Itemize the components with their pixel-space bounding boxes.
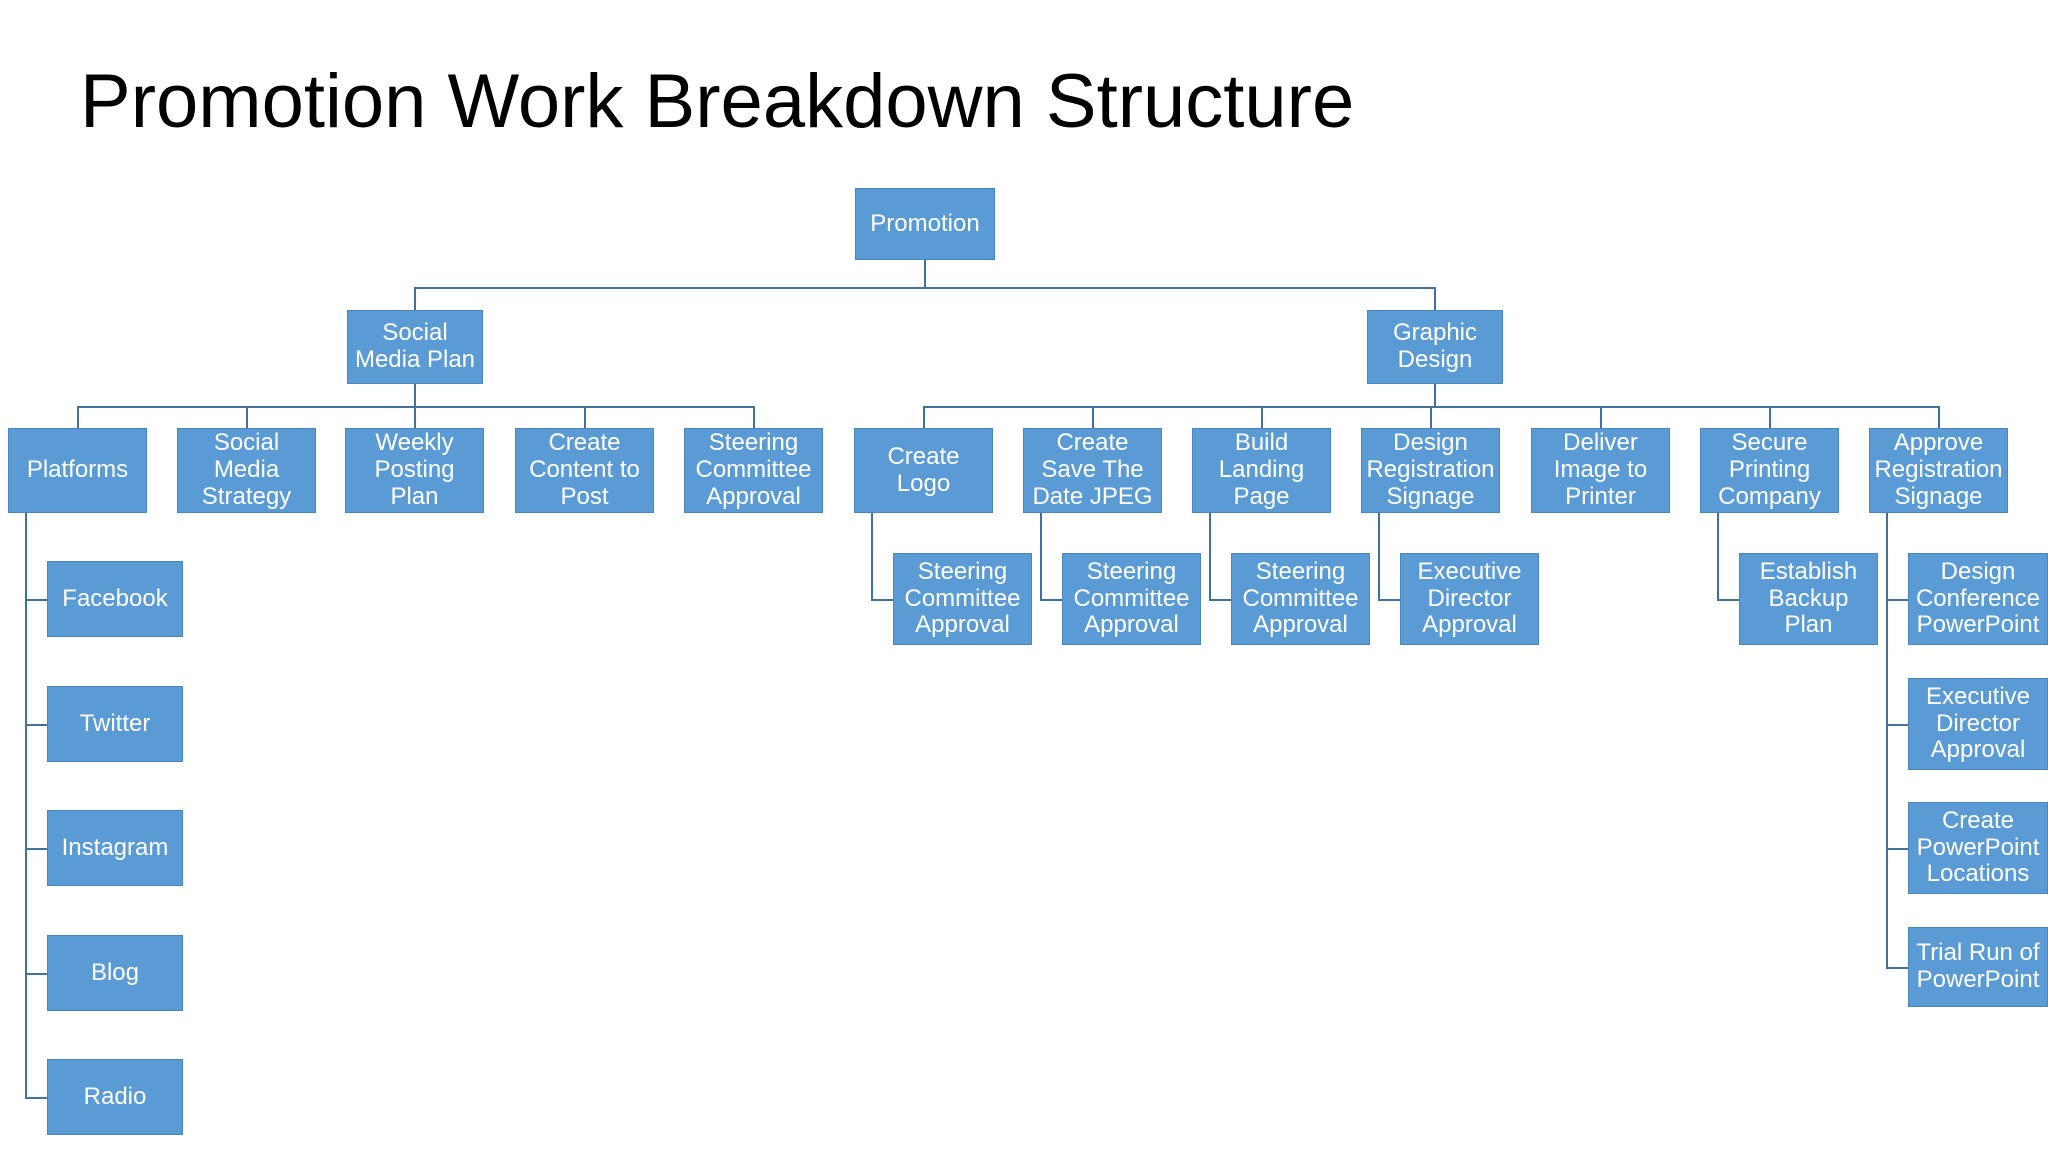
node-platforms[interactable]: Platforms	[8, 428, 147, 513]
node-label: Weekly Posting Plan	[374, 429, 455, 510]
node-label: Design Conference PowerPoint	[1915, 557, 2041, 639]
node-label: Instagram	[61, 833, 169, 861]
node-label: Steering Committee Approval	[1242, 557, 1359, 639]
node-secure-printing-company[interactable]: Secure Printing Company	[1700, 428, 1839, 513]
node-label: Create Content to Post	[529, 429, 640, 510]
node-graphic-design[interactable]: Graphic Design	[1367, 310, 1503, 384]
node-smp-steering-committee-approval[interactable]: Steering Committee Approval	[684, 428, 823, 513]
connector-smp-stem	[414, 384, 416, 407]
node-label: Executive Director Approval	[1417, 557, 1522, 639]
connector-to-approve-executive-director-approval	[1886, 724, 1908, 726]
node-create-save-the-date-jpeg[interactable]: Create Save The Date JPEG	[1023, 428, 1162, 513]
node-label: Create Save The Date JPEG	[1032, 429, 1153, 510]
node-deliver-image-to-printer[interactable]: Deliver Image to Printer	[1531, 428, 1670, 513]
connector-root-stem	[924, 260, 926, 288]
connector-to-radio	[25, 1097, 47, 1099]
node-social-media-plan[interactable]: Social Media Plan	[347, 310, 483, 384]
node-label: Graphic Design	[1392, 319, 1478, 373]
connector-to-approve-registration-signage	[1938, 406, 1940, 428]
connector-save-the-date-drop	[1040, 513, 1042, 601]
connector-to-facebook	[25, 599, 47, 601]
node-label: Promotion	[870, 209, 980, 237]
node-approve-executive-director-approval[interactable]: Executive Director Approval	[1908, 678, 2048, 770]
connector-secure-printing-drop	[1717, 513, 1719, 601]
connector-to-create-powerpoint-locations	[1886, 848, 1908, 850]
connector-create-logo-elbow	[871, 599, 893, 601]
node-create-powerpoint-locations[interactable]: Create PowerPoint Locations	[1908, 802, 2048, 894]
node-label: Build Landing Page	[1218, 429, 1305, 510]
node-blog[interactable]: Blog	[47, 935, 183, 1011]
connector-registration-signage-drop	[1378, 513, 1380, 601]
node-landing-page-steering-committee-approval[interactable]: Steering Committee Approval	[1231, 553, 1370, 645]
connector-to-platforms	[77, 406, 79, 428]
connector-gd-stem	[1434, 384, 1436, 407]
connector-to-smp-steering-approval	[753, 406, 755, 428]
node-radio[interactable]: Radio	[47, 1059, 183, 1135]
node-label: Create PowerPoint Locations	[1916, 806, 2040, 888]
node-design-conference-powerpoint[interactable]: Design Conference PowerPoint	[1908, 553, 2048, 645]
node-label: Twitter	[79, 709, 151, 737]
connector-create-logo-drop	[871, 513, 873, 601]
node-label: Social Media Plan	[354, 319, 476, 373]
node-promotion[interactable]: Promotion	[855, 188, 995, 260]
connector-to-create-save-the-date	[1092, 406, 1094, 428]
node-label: Steering Committee Approval	[695, 429, 812, 510]
connector-to-instagram	[25, 848, 47, 850]
connector-platforms-rail	[25, 513, 27, 1099]
node-label: Steering Committee Approval	[904, 557, 1021, 639]
connector-to-secure-printing-company	[1769, 406, 1771, 428]
node-create-content-to-post[interactable]: Create Content to Post	[515, 428, 654, 513]
connector-to-social-media-strategy	[246, 406, 248, 428]
connector-to-graphic-design	[1434, 287, 1436, 310]
node-approve-registration-signage[interactable]: Approve Registration Signage	[1869, 428, 2008, 513]
connector-to-twitter	[25, 724, 47, 726]
connector-to-deliver-image-to-printer	[1600, 406, 1602, 428]
connector-save-the-date-elbow	[1040, 599, 1062, 601]
node-trial-run-of-powerpoint[interactable]: Trial Run of PowerPoint	[1908, 927, 2048, 1007]
connector-to-build-landing-page	[1261, 406, 1263, 428]
connector-secure-printing-elbow	[1717, 599, 1739, 601]
node-label: Radio	[83, 1082, 147, 1110]
node-label: Trial Run of PowerPoint	[1916, 939, 2040, 993]
node-label: Blog	[90, 958, 140, 986]
node-save-the-date-steering-committee-approval[interactable]: Steering Committee Approval	[1062, 553, 1201, 645]
connector-landing-page-drop	[1209, 513, 1211, 601]
node-establish-backup-plan[interactable]: Establish Backup Plan	[1739, 553, 1878, 645]
connector-to-design-registration-signage	[1430, 406, 1432, 428]
connector-landing-page-elbow	[1209, 599, 1231, 601]
node-social-media-strategy[interactable]: Social Media Strategy	[177, 428, 316, 513]
node-create-logo-steering-committee-approval[interactable]: Steering Committee Approval	[893, 553, 1032, 645]
node-label: Steering Committee Approval	[1073, 557, 1190, 639]
node-label: Deliver Image to Printer	[1553, 429, 1648, 510]
node-facebook[interactable]: Facebook	[47, 561, 183, 637]
node-instagram[interactable]: Instagram	[47, 810, 183, 886]
connector-level2-bus	[414, 287, 1436, 289]
node-registration-signage-executive-director-approval[interactable]: Executive Director Approval	[1400, 553, 1539, 645]
node-label: Approve Registration Signage	[1874, 429, 2003, 510]
node-label: Executive Director Approval	[1925, 682, 2031, 764]
node-label: Design Registration Signage	[1366, 429, 1495, 510]
node-label: Facebook	[62, 584, 168, 612]
connector-to-social-media-plan	[414, 287, 416, 310]
connector-to-design-conference-powerpoint	[1886, 599, 1908, 601]
node-label: Establish Backup Plan	[1759, 557, 1858, 639]
connector-registration-signage-elbow	[1378, 599, 1400, 601]
connector-to-blog	[25, 973, 47, 975]
connector-to-weekly-posting-plan	[414, 406, 416, 428]
connector-approve-registration-rail	[1886, 513, 1888, 969]
connector-to-create-logo	[923, 406, 925, 428]
node-build-landing-page[interactable]: Build Landing Page	[1192, 428, 1331, 513]
node-label: Social Media Strategy	[201, 429, 292, 510]
connector-to-trial-run-of-powerpoint	[1886, 967, 1908, 969]
node-weekly-posting-plan[interactable]: Weekly Posting Plan	[345, 428, 484, 513]
node-design-registration-signage[interactable]: Design Registration Signage	[1361, 428, 1500, 513]
connector-to-create-content-to-post	[584, 406, 586, 428]
node-label: Create Logo	[887, 442, 960, 497]
node-create-logo[interactable]: Create Logo	[854, 428, 993, 513]
node-twitter[interactable]: Twitter	[47, 686, 183, 762]
page-title: Promotion Work Breakdown Structure	[80, 59, 1355, 144]
node-label: Platforms	[26, 456, 129, 484]
node-label: Secure Printing Company	[1718, 429, 1821, 510]
